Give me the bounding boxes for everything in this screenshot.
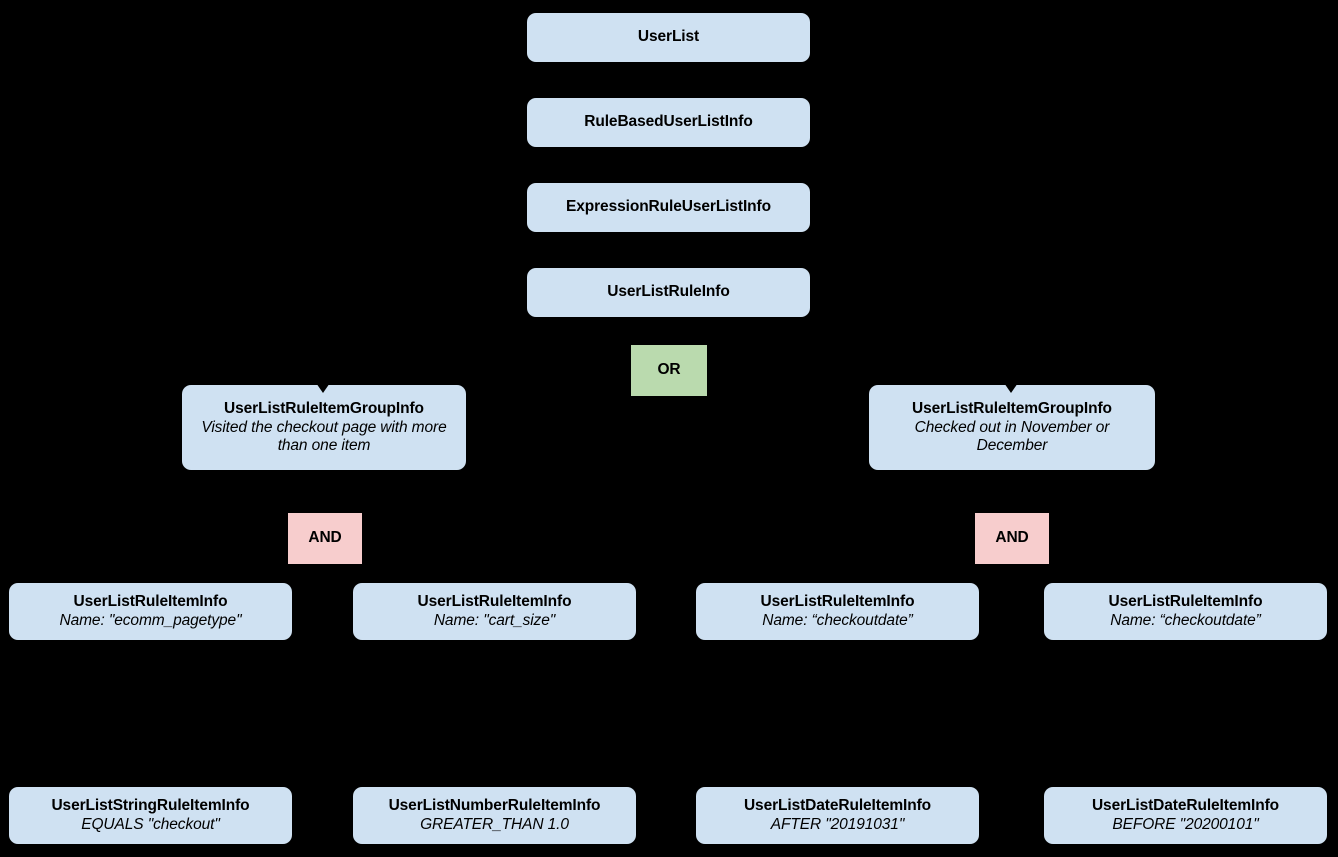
node-leaf-string-rule-item[interactable]: UserListStringRuleItemInfo EQUALS "check… — [9, 787, 292, 844]
node-rule-item-2[interactable]: UserListRuleItemInfo Name: "cart_size" — [353, 583, 636, 640]
edge-and-right-fanout — [837, 570, 1186, 573]
node-rule-item-4-title: UserListRuleItemInfo — [1108, 592, 1263, 610]
node-rule-based-user-list-info[interactable]: RuleBasedUserListInfo — [527, 98, 810, 147]
node-rule-item-3-title: UserListRuleItemInfo — [760, 592, 915, 610]
edge-rulebased-to-expression — [667, 147, 670, 183]
arrowhead-group-right — [1002, 380, 1020, 393]
node-user-list-rule-info-title: UserListRuleInfo — [607, 283, 730, 301]
node-rule-item-1-title: UserListRuleItemInfo — [73, 592, 228, 610]
edge-group-left-to-and — [323, 470, 326, 512]
node-leaf-string-rule-item-subtitle: EQUALS "checkout" — [81, 816, 220, 833]
node-leaf-date-rule-item-before-title: UserListDateRuleItemInfo — [1091, 796, 1280, 814]
edge-item2-to-leaf2 — [494, 640, 497, 786]
node-group-left-title: UserListRuleItemGroupInfo — [224, 399, 424, 417]
node-group-right-subtitle: Checked out in November or December — [914, 418, 1110, 455]
node-group-left-subtitle: Visited the checkout page with more than… — [201, 418, 447, 455]
node-leaf-date-rule-item-before-subtitle: BEFORE "20200101" — [1112, 816, 1259, 833]
node-leaf-number-rule-item[interactable]: UserListNumberRuleItemInfo GREATER_THAN … — [353, 787, 636, 844]
node-or-operator-label: OR — [657, 361, 681, 379]
node-rule-item-3-subtitle: Name: “checkoutdate” — [762, 612, 913, 629]
node-leaf-date-rule-item-after[interactable]: UserListDateRuleItemInfo AFTER "20191031… — [696, 787, 979, 844]
node-and-operator-right-label: AND — [995, 529, 1029, 547]
node-rule-item-1[interactable]: UserListRuleItemInfo Name: "ecomm_pagety… — [9, 583, 292, 640]
edge-ruleinfo-to-or — [667, 316, 670, 344]
node-leaf-date-rule-item-after-subtitle: AFTER "20191031" — [770, 816, 905, 833]
node-user-list-title: UserList — [637, 28, 700, 46]
arrowhead-group-left — [314, 380, 332, 393]
node-rule-item-2-title: UserListRuleItemInfo — [417, 592, 572, 610]
node-and-operator-left-label: AND — [308, 529, 342, 547]
node-group-left[interactable]: UserListRuleItemGroupInfo Visited the ch… — [182, 385, 466, 470]
node-leaf-string-rule-item-title: UserListStringRuleItemInfo — [51, 796, 250, 814]
node-rule-item-2-subtitle: Name: "cart_size" — [433, 612, 556, 629]
node-rule-item-4-subtitle: Name: “checkoutdate” — [1110, 612, 1261, 629]
edge-item1-to-leaf1 — [150, 640, 153, 786]
edge-and-left-fanout — [150, 570, 496, 573]
node-expression-rule-user-list-info[interactable]: ExpressionRuleUserListInfo — [527, 183, 810, 232]
node-leaf-number-rule-item-subtitle: GREATER_THAN 1.0 — [420, 816, 569, 833]
node-leaf-number-rule-item-title: UserListNumberRuleItemInfo — [388, 796, 601, 814]
node-user-list-rule-info[interactable]: UserListRuleInfo — [527, 268, 810, 317]
node-and-operator-right[interactable]: AND — [975, 513, 1049, 564]
node-rule-item-1-subtitle: Name: "ecomm_pagetype" — [59, 612, 242, 629]
edge-group-right-to-and — [1010, 470, 1013, 512]
node-leaf-date-rule-item-before[interactable]: UserListDateRuleItemInfo BEFORE "2020010… — [1044, 787, 1327, 844]
node-group-right-title: UserListRuleItemGroupInfo — [912, 399, 1112, 417]
node-and-operator-left[interactable]: AND — [288, 513, 362, 564]
node-rule-based-user-list-info-title: RuleBasedUserListInfo — [584, 113, 753, 131]
node-group-right[interactable]: UserListRuleItemGroupInfo Checked out in… — [869, 385, 1155, 470]
node-leaf-date-rule-item-after-title: UserListDateRuleItemInfo — [743, 796, 932, 814]
edge-item4-to-leaf4 — [1185, 640, 1188, 786]
edge-userlist-to-rulebased — [667, 62, 670, 98]
node-user-list[interactable]: UserList — [527, 13, 810, 62]
node-expression-rule-user-list-info-title: ExpressionRuleUserListInfo — [566, 198, 771, 216]
edge-expression-to-ruleinfo — [667, 232, 670, 268]
node-or-operator[interactable]: OR — [631, 345, 707, 396]
edge-item3-to-leaf3 — [837, 640, 840, 786]
node-rule-item-4[interactable]: UserListRuleItemInfo Name: “checkoutdate… — [1044, 583, 1327, 640]
node-rule-item-3[interactable]: UserListRuleItemInfo Name: “checkoutdate… — [696, 583, 979, 640]
